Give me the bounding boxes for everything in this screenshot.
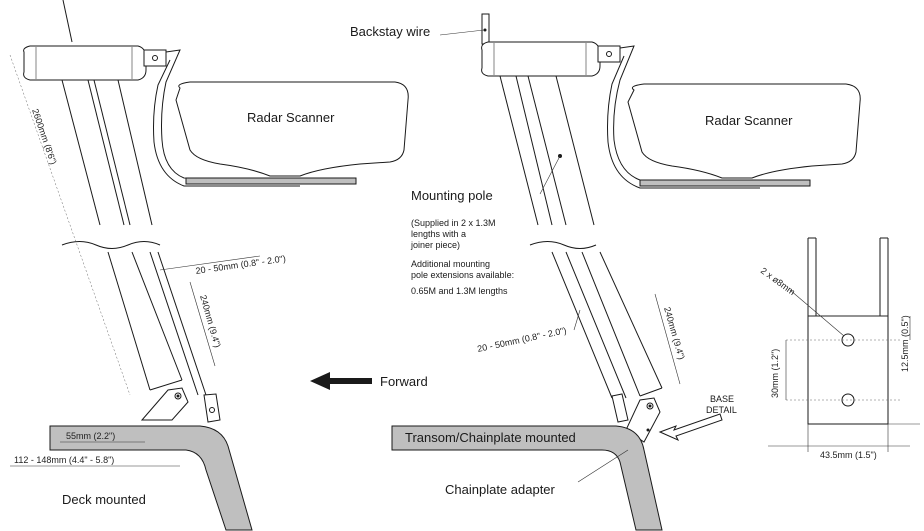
extensions-line-1: Additional mounting (411, 259, 490, 269)
left-handle-grip (23, 45, 147, 81)
right-assembly: 20 - 50mm (0.8" - 2.0") 240mm (9.4") (391, 13, 861, 531)
right-pole-upper (499, 75, 539, 226)
left-backstay-wire (62, 0, 73, 43)
forward-label: Forward (380, 374, 428, 389)
forward-arrow (310, 372, 372, 390)
transom-label: Transom/Chainplate mounted (405, 430, 576, 445)
base-detail-arrow (658, 413, 723, 442)
right-handle-bracket (597, 45, 621, 63)
left-break-line (61, 241, 161, 249)
base-plate (807, 315, 889, 425)
base-tab-left (807, 237, 817, 316)
right-radar-mount-plate (639, 179, 811, 187)
dim-edge-12: 12.5mm (0.5") (900, 315, 910, 372)
extensions-line-3: 0.65M and 1.3M lengths (411, 286, 508, 296)
right-transom-plate (391, 425, 663, 531)
dim-deck-112: 112 - 148mm (4.4" - 5.8") (14, 455, 114, 465)
left-pole-lower-a (107, 251, 151, 391)
right-radar-arm (613, 45, 761, 183)
mounting-pole-label: Mounting pole (411, 188, 493, 203)
left-assembly: 2600mm (8'6") 20 - 50mm (0.8" - 2.0") 24… (9, 0, 409, 531)
deck-mounted-label: Deck mounted (62, 492, 146, 507)
chainplate-adapter-label: Chainplate adapter (445, 482, 556, 497)
right-handle-grip (481, 41, 601, 77)
dim-width: 43.5mm (1.5") (820, 450, 877, 460)
radar-label-right: Radar Scanner (705, 113, 793, 128)
left-radar-mount-plate (185, 177, 357, 185)
backstay-label: Backstay wire (350, 24, 430, 39)
base-detail-label-1: BASE (710, 394, 734, 404)
left-base-bracket (140, 387, 189, 421)
supplied-line-3: joiner piece) (410, 240, 460, 250)
dim-hole-spacing: 30mm (1.2") (770, 349, 780, 398)
left-radar-scanner (175, 81, 409, 177)
radar-label-left: Radar Scanner (247, 110, 335, 125)
right-radar-scanner (627, 83, 861, 179)
right-pole-lower (551, 251, 613, 399)
dim-holes: 2 x ø8mm (759, 266, 797, 298)
left-pole-upper-a (61, 79, 101, 226)
base-tab-right (879, 237, 889, 316)
supplied-line-1: (Supplied in 2 x 1.3M (411, 218, 496, 228)
left-radar-arm (161, 49, 301, 181)
base-detail: 2 x ø8mm 30mm (1.2") 12.5mm (0.5") 43.5m… (759, 237, 920, 460)
base-detail-label-2: DETAIL (706, 405, 737, 415)
supplied-line-2: lengths with a (411, 229, 466, 239)
right-break-line (529, 241, 597, 249)
dim-pole-length: 2600mm (8'6") (30, 107, 58, 166)
left-handle-bracket (143, 49, 167, 67)
dim-gap-right: 20 - 50mm (0.8" - 2.0") (476, 325, 567, 354)
dim-deck-55: 55mm (2.2") (66, 431, 115, 441)
left-deck (49, 425, 253, 531)
dim-gap-left: 20 - 50mm (0.8" - 2.0") (195, 253, 286, 276)
right-toggle-bolt (611, 393, 629, 423)
extensions-line-2: pole extensions available: (411, 270, 514, 280)
